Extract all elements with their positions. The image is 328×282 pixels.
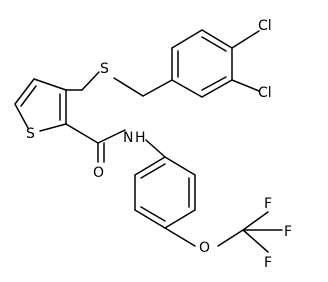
chlorine-label-top: Cl [258,18,272,34]
bond-n-aryl [145,139,166,158]
fluorine-label-top: F [264,196,272,212]
bond [134,209,166,229]
carbonyl-oxygen-label: O [93,165,104,181]
phenylene-ring [134,156,196,229]
amide-hydrogen-label: H [135,130,146,146]
double-bond-inner [140,206,166,222]
amide-nitrogen-label: N [123,130,133,146]
bond-to-cl-top [231,30,260,49]
bond [201,29,233,49]
bond-ring-carbonyl [65,123,99,144]
bond-ch2-s [113,77,144,97]
ether-oxygen-label: O [199,240,210,256]
bond [171,79,203,98]
bond-ch2 [142,79,173,97]
fluorine-label-right: F [284,224,292,240]
bond-c-n [97,129,126,144]
bond [39,123,67,132]
bond [164,156,196,176]
bond [171,29,203,49]
double-bond-inner [201,36,227,52]
bond [33,78,67,91]
bond [14,103,29,129]
bond-to-cl-mid [231,79,260,92]
double-bond-inner [140,163,166,179]
double-bond-inner [201,76,227,91]
bond-c-f-top [242,211,269,231]
thioether-sulfur-label: S [100,61,109,77]
bond-o-cf3 [217,229,244,247]
double-bond-inner [20,85,37,107]
dichlorophenyl-ring [171,29,233,98]
chlorine-label-mid: Cl [258,85,272,101]
bond-ring-o [164,227,196,247]
thiophene-sulfur-label: S [26,126,35,142]
bond [201,79,233,98]
bond [134,156,166,176]
bond-c-f-bottom [242,229,269,253]
thiophene-ring [14,78,83,132]
bond-s-thiophene [81,71,100,91]
bond [164,209,196,229]
fluorine-label-bottom: F [264,255,272,271]
bond [14,78,35,105]
